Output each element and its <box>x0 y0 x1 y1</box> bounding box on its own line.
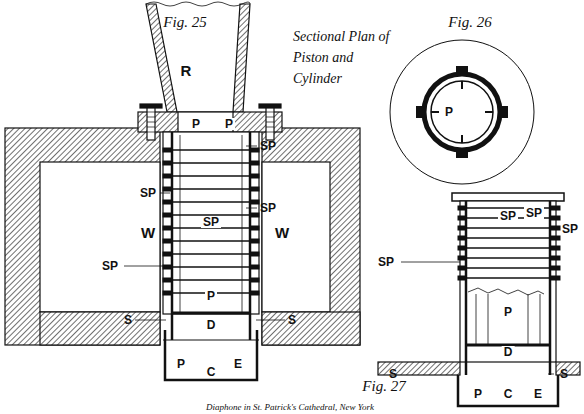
caption: Diaphone in St. Patrick's Cathedral, New… <box>206 403 374 412</box>
part-letter: P <box>223 118 235 130</box>
part-letter: P <box>190 118 202 130</box>
part-letter: P <box>472 388 484 400</box>
part-letter: W <box>275 225 289 240</box>
part-letter: SP <box>378 256 394 268</box>
part-letter: SP <box>260 140 276 152</box>
part-letter: SP <box>562 223 578 235</box>
part-letter: W <box>141 225 155 240</box>
part-letter: C <box>205 366 218 378</box>
part-letter: E <box>232 358 244 370</box>
part-letter: P <box>502 306 514 318</box>
part-letter: D <box>205 319 218 331</box>
part-letter: SP <box>140 187 156 199</box>
part-letter: SP <box>498 210 518 222</box>
part-letter: P <box>175 358 187 370</box>
part-letter: R <box>181 63 192 78</box>
horn-r <box>146 2 250 112</box>
part-letter: SP <box>524 207 544 219</box>
part-letter: SP <box>260 202 276 214</box>
part-letter: P <box>443 106 455 118</box>
leader-lines <box>124 146 560 374</box>
part-letter: P <box>205 290 217 302</box>
figure-label: Fig. 25 <box>163 15 206 30</box>
part-letter: D <box>502 346 515 358</box>
part-letter: SP <box>102 260 118 272</box>
figure-heading: Sectional Plan of Piston and Cylinder <box>293 26 405 89</box>
part-letter: SP <box>201 216 221 228</box>
cylinder-25 <box>40 132 360 380</box>
part-letter: S <box>288 314 296 326</box>
figure-label: Fig. 26 <box>448 15 491 30</box>
figure-label: Fig. 27 <box>362 379 405 394</box>
part-letter: E <box>532 388 544 400</box>
sectional-plan <box>390 40 534 184</box>
wind-chest-frame <box>5 104 360 345</box>
part-letter: S <box>560 368 568 380</box>
part-letter: S <box>124 314 132 326</box>
part-letter: C <box>502 388 515 400</box>
cylinder-27 <box>378 193 580 406</box>
